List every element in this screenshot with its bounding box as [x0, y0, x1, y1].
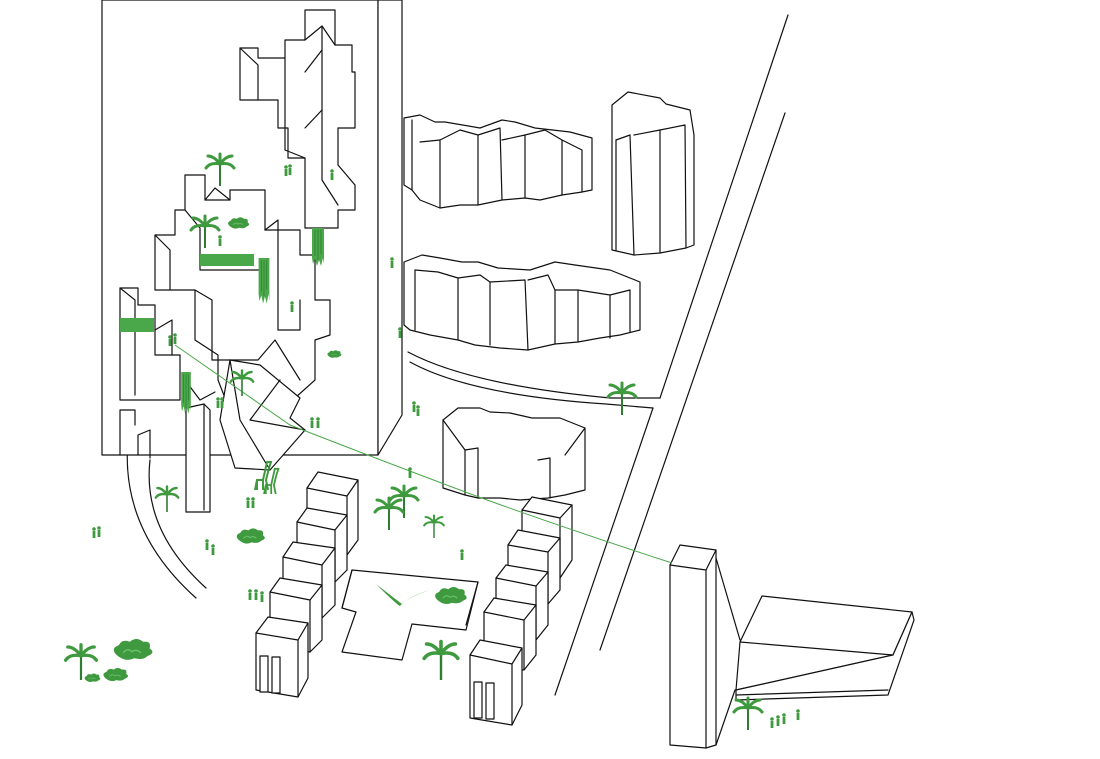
curved-path-inner	[148, 459, 207, 589]
palm-tree-icon	[732, 696, 764, 732]
road-edge-1	[599, 112, 786, 651]
palm-tree-icon	[373, 496, 405, 532]
connection-path-line	[174, 344, 673, 564]
hanging-plant-icon	[258, 257, 270, 305]
person-icon	[770, 717, 774, 728]
residential-block-tall	[611, 91, 695, 256]
stacked-box-row-left	[255, 471, 359, 698]
road-curve-lower	[409, 361, 654, 409]
residential-block-lower	[442, 407, 586, 501]
person-icon	[260, 591, 264, 602]
shrub-icon	[102, 667, 129, 682]
person-icon	[398, 327, 402, 338]
road-edge-2	[554, 407, 654, 696]
palm-tree-icon	[154, 485, 180, 514]
road	[126, 14, 789, 696]
person-icon	[316, 417, 320, 428]
person-icon	[284, 165, 288, 176]
hanging-plant-icon	[311, 227, 325, 267]
palm-tree-icon	[422, 639, 460, 682]
terraced-vertical-garden	[119, 9, 356, 471]
person-icon	[416, 405, 420, 416]
person-icon	[408, 467, 412, 478]
person-icon	[92, 527, 96, 538]
person-icon	[168, 335, 172, 346]
hanging-plant-icon	[120, 318, 154, 332]
person-icon	[288, 164, 292, 175]
person-icon	[205, 539, 209, 550]
person-icon	[248, 589, 252, 600]
person-icon	[796, 709, 800, 720]
hanging-plant-icon	[200, 254, 254, 266]
person-icon	[330, 169, 334, 180]
person-icon	[412, 401, 416, 412]
person-icon	[218, 235, 222, 246]
vegetation	[63, 152, 800, 732]
person-icon	[390, 257, 394, 268]
curved-path-outer	[126, 439, 197, 599]
low-building-right	[735, 595, 915, 701]
person-icon	[246, 497, 250, 508]
shrub-icon	[113, 638, 154, 661]
palm-tree-icon	[606, 381, 638, 417]
person-icon	[310, 417, 314, 428]
person-icon	[460, 549, 464, 560]
giraffe-icon	[254, 461, 273, 491]
residential-block-middle	[403, 254, 641, 351]
person-icon	[216, 397, 220, 408]
person-icon	[251, 497, 255, 508]
giraffe-icon	[263, 467, 280, 495]
road-edge-upper-1	[659, 14, 789, 399]
person-icon	[254, 589, 258, 600]
shrub-icon	[236, 527, 266, 545]
person-icon	[173, 333, 177, 344]
person-icon	[782, 713, 786, 724]
shrub-icon	[84, 673, 101, 683]
tower-front-right	[669, 544, 741, 749]
courtyard-plaza	[341, 569, 479, 661]
palm-tree-icon	[423, 514, 445, 540]
tower-base	[119, 403, 211, 513]
person-icon	[290, 301, 294, 312]
person-icon	[97, 526, 101, 537]
person-icon	[776, 715, 780, 726]
person-icon	[220, 397, 224, 408]
hanging-plant-icon	[180, 371, 192, 415]
residential-block-top	[403, 114, 593, 209]
road-curve-upper	[407, 351, 661, 399]
person-icon	[211, 544, 215, 555]
